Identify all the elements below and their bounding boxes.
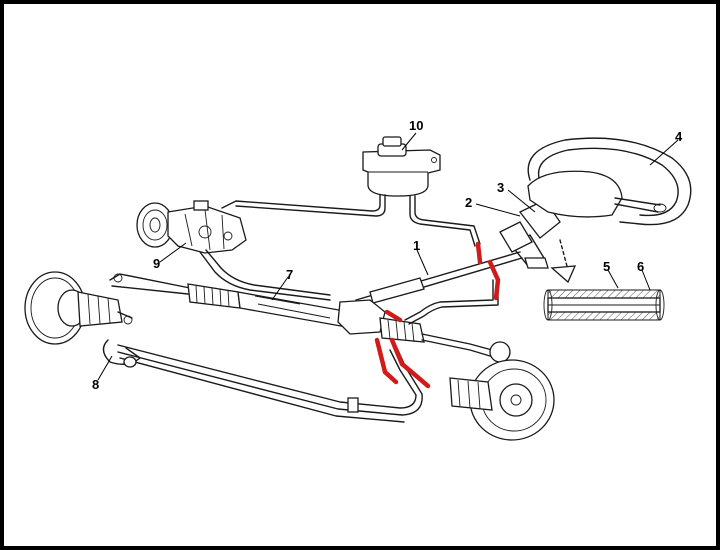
label-1: 1 (413, 238, 420, 253)
label-5: 5 (603, 259, 610, 274)
label-2: 2 (465, 195, 472, 210)
label-4: 4 (675, 129, 683, 144)
part-labels: 10 1 2 3 4 5 6 7 8 9 (92, 118, 683, 392)
label-6: 6 (637, 259, 644, 274)
label-10: 10 (409, 118, 423, 133)
return-hoses (221, 194, 481, 247)
label-7: 7 (286, 267, 293, 282)
shaft-detail (543, 289, 665, 321)
left-wheel-hub (24, 271, 133, 345)
fluid-reservoir (362, 136, 441, 197)
steering-rack (109, 273, 511, 379)
detail-arrow (550, 239, 577, 284)
cooler-lines (102, 339, 423, 423)
column-switch (524, 257, 549, 269)
leader-lines (97, 132, 679, 381)
steering-column (355, 199, 561, 307)
steering-wheel (527, 137, 692, 226)
column-feed-pipe (404, 279, 499, 325)
right-wheel-hub (449, 359, 555, 441)
steering-pump (136, 200, 247, 254)
highlighted-hoses (374, 241, 501, 389)
pressure-hoses (199, 249, 331, 301)
label-9: 9 (153, 256, 160, 271)
label-3: 3 (497, 180, 504, 195)
label-8: 8 (92, 377, 99, 392)
